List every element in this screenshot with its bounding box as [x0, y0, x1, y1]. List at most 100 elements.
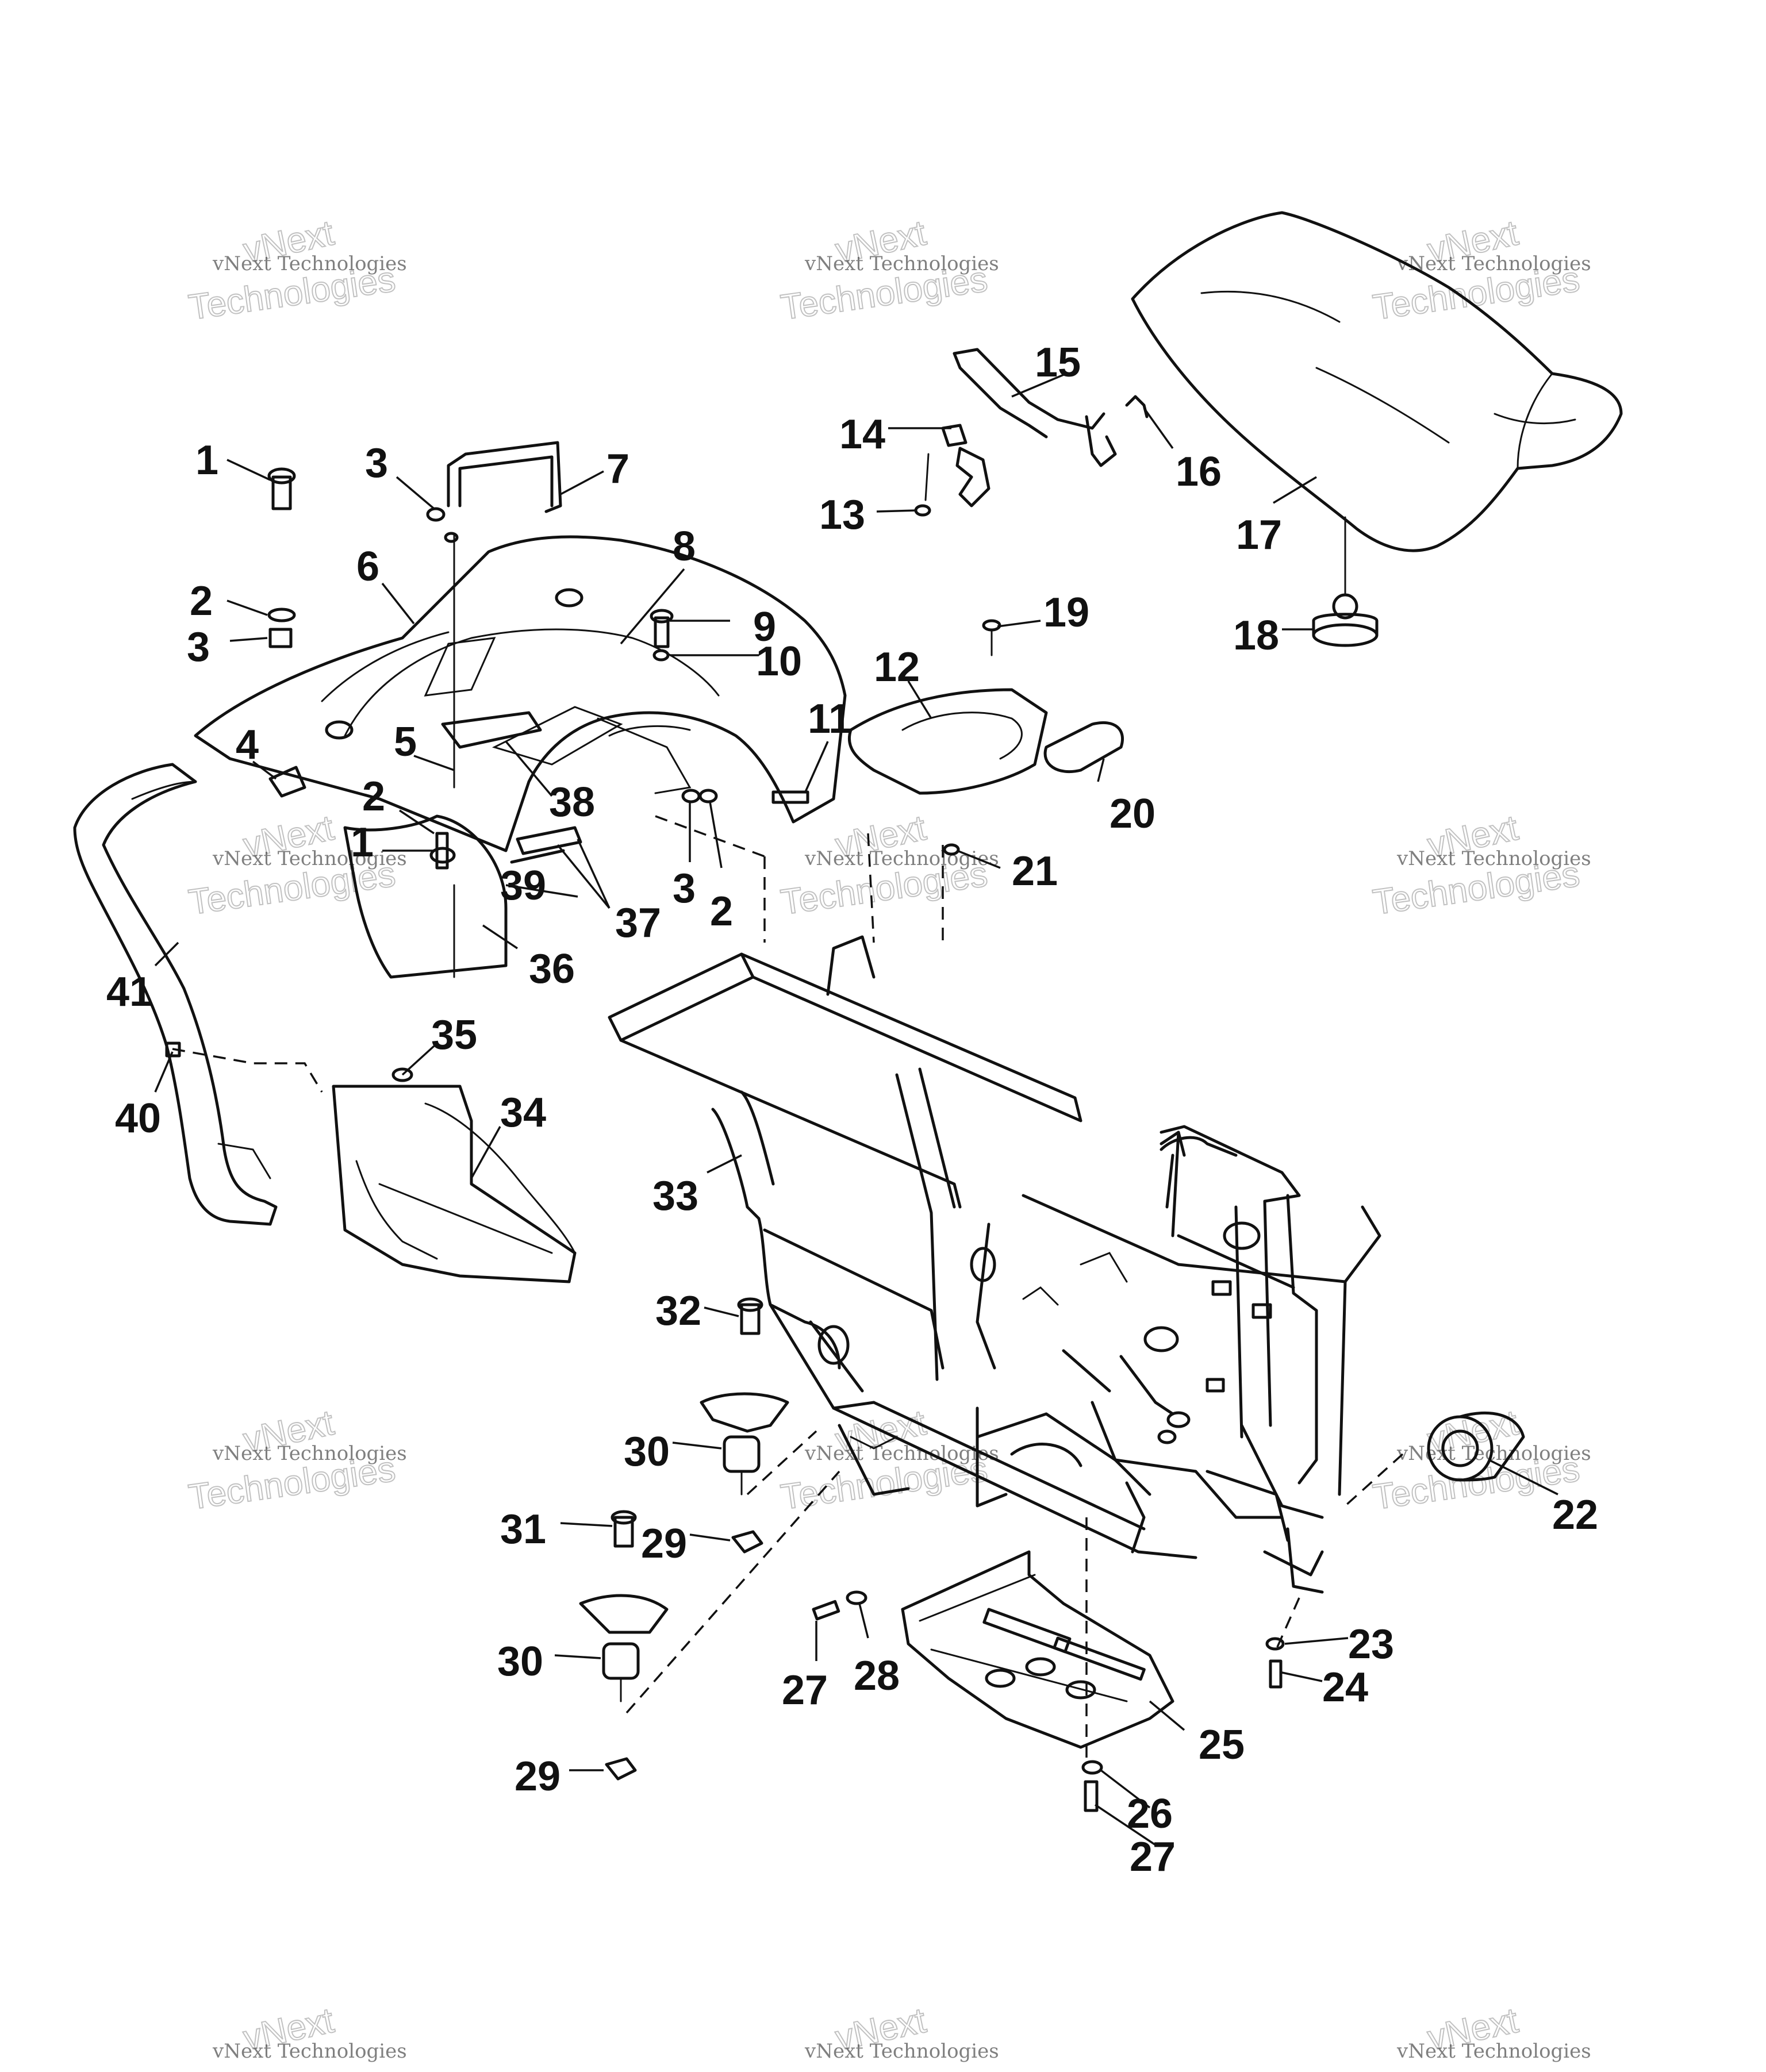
skid-plate: [901, 1550, 1174, 1749]
callout-label: 1: [351, 820, 374, 866]
callout: 36: [482, 924, 575, 992]
skid-bolts: [812, 1590, 867, 1621]
callout-label: 29: [515, 1754, 560, 1800]
callout-label: 31: [500, 1506, 546, 1552]
callout-label: 30: [624, 1429, 670, 1475]
watermark-line2: vNext Technologies: [1396, 847, 1591, 870]
callout-label: 25: [1199, 1722, 1245, 1768]
fender-bracket: [268, 766, 306, 798]
callout: 30: [497, 1639, 601, 1685]
callout-label: 32: [655, 1288, 701, 1334]
callout-label: 41: [106, 969, 152, 1015]
callout-label: 2: [362, 774, 385, 820]
callout: 16: [1143, 407, 1222, 495]
callout-label: 10: [756, 639, 802, 685]
mud-flap: [343, 814, 508, 979]
callout-label: 1: [195, 437, 218, 483]
callout-label: 7: [606, 446, 629, 492]
callout-label: 34: [500, 1090, 546, 1136]
callout: 24: [1281, 1664, 1368, 1710]
callout-label: 3: [673, 866, 696, 912]
grab-rack: [447, 441, 562, 789]
callout: 40: [115, 1051, 174, 1141]
callouts: 1 3 7 2 3 6 8 9 10 11 12 19 4 5 2 1 38 3…: [106, 340, 1598, 1880]
callout: 27: [782, 1621, 828, 1713]
callout-label: 4: [236, 722, 259, 768]
seat-latch: [914, 348, 1149, 517]
callout-label: 22: [1552, 1492, 1598, 1538]
footwell: [332, 1067, 577, 1283]
callout: 13: [819, 492, 917, 538]
callout: 33: [652, 1154, 742, 1219]
callout-label: 40: [115, 1095, 161, 1141]
callout-label: 24: [1322, 1664, 1368, 1710]
callout-label: 14: [839, 412, 885, 458]
callout: 35: [401, 1012, 477, 1076]
hardware: [267, 467, 1001, 870]
callout: 2: [709, 801, 733, 935]
watermark-line2: vNext Technologies: [212, 2040, 407, 2063]
callout: 17: [1236, 476, 1317, 558]
callout: 4: [236, 722, 277, 780]
callout: 14: [839, 412, 951, 458]
callout-label: 5: [394, 719, 417, 765]
watermark-line2: vNext Technologies: [212, 252, 407, 275]
rear-fender: [194, 535, 847, 852]
callout: 32: [655, 1288, 739, 1334]
watermark-line2: vNext Technologies: [1396, 252, 1591, 275]
callout: 3: [187, 624, 268, 670]
callout: 10: [670, 639, 802, 685]
callout: 6: [356, 544, 415, 625]
callout: 31: [500, 1506, 613, 1552]
callout-label: 13: [819, 492, 865, 538]
callout: 38: [505, 740, 595, 825]
callout: 23: [1284, 1621, 1394, 1667]
watermark: vNext vNext Technologies Technologies: [778, 1402, 999, 1518]
callout-label: 15: [1035, 340, 1081, 386]
callout: 29: [515, 1754, 604, 1800]
callout: 15: [1011, 340, 1081, 398]
callout: 28: [854, 1603, 900, 1699]
callout: 41: [106, 941, 179, 1015]
callout-label: 17: [1236, 512, 1282, 558]
callout: 3: [365, 440, 435, 510]
callout: 1: [195, 437, 271, 483]
callout-label: 26: [1127, 1791, 1173, 1837]
callout-label: 16: [1176, 449, 1222, 495]
watermark: vNext vNext Technologies Technologies: [186, 808, 407, 923]
callout-label: 38: [549, 779, 595, 825]
callout-label: 37: [615, 900, 661, 946]
callout-label: 27: [1130, 1834, 1176, 1880]
callout-label: 28: [854, 1653, 900, 1699]
watermark-line2: vNext Technologies: [804, 2040, 999, 2063]
callout: 1: [351, 820, 434, 866]
footrest: [73, 763, 278, 1226]
parts: [73, 211, 1623, 1812]
callout-label: 35: [431, 1012, 477, 1058]
callout: 30: [624, 1429, 722, 1475]
callout: 21: [957, 848, 1058, 894]
watermark-line2: vNext Technologies: [1396, 2040, 1591, 2063]
watermark-line2: vNext Technologies: [804, 847, 999, 870]
tool-box: [847, 688, 1124, 795]
callout: 9: [670, 604, 776, 650]
callout-label: 36: [529, 946, 575, 992]
callout: 29: [641, 1521, 731, 1567]
brackets: [441, 711, 582, 864]
seat-bumper: [1312, 516, 1379, 647]
callout-label: 9: [753, 604, 776, 650]
watermark: vNext vNext Technologies Technologies: [778, 213, 999, 328]
callout: 11: [804, 696, 851, 794]
watermarks: vNext vNext Technologies Technologies vN…: [186, 213, 1591, 2063]
watermark: vNext vNext Technologies: [804, 2000, 999, 2063]
callout: 18: [1233, 613, 1314, 659]
assembly-lines: [172, 815, 1404, 1765]
watermark-line2: vNext Technologies: [804, 252, 999, 275]
watermark: vNext vNext Technologies Technologies: [1370, 808, 1591, 923]
callout: 19: [997, 590, 1089, 636]
callout: 3: [673, 802, 696, 912]
callout: 34: [470, 1090, 546, 1179]
callout-label: 6: [356, 544, 379, 590]
watermark-line2: vNext Technologies: [212, 1442, 407, 1465]
